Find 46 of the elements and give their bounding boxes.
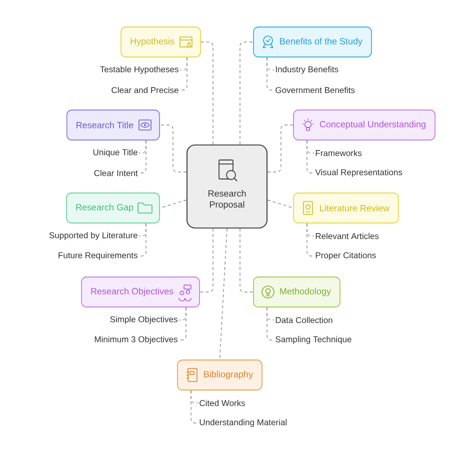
subtopic-text: Clear Intent (94, 170, 138, 176)
connector-line (306, 223, 314, 256)
subtopic-text: Future Requirements (58, 252, 138, 260)
connector-line (306, 140, 314, 174)
subtopic-text: Industry Benefits (276, 66, 338, 74)
connector-line (266, 307, 274, 340)
subtopic-text: Proper Citations (316, 252, 376, 260)
connector-line (266, 57, 274, 90)
subtopic-text: Clear and Precise (112, 86, 178, 94)
topic-box: Bibliography (177, 360, 262, 390)
connector-line (180, 57, 188, 90)
subtopic-text: Testable Hypotheses (100, 66, 178, 74)
topic-box: Research Proposal (186, 144, 268, 229)
topic-box: Methodology (253, 276, 340, 308)
subtopic-text: Cited Works (200, 400, 246, 406)
subtopic-text: Understanding Material (200, 419, 286, 427)
topic-box: Literature Review (293, 192, 399, 224)
connector-line (190, 390, 198, 424)
connector-line (240, 42, 254, 145)
topic-box: Hypothesis (120, 26, 201, 58)
connector-line (200, 42, 214, 145)
connector-line (178, 307, 186, 340)
connector-line (267, 124, 294, 172)
subtopic-text: Relevant Articles (316, 232, 379, 240)
subtopic-text: Government Benefits (276, 86, 355, 94)
subtopic-text: Unique Title (93, 149, 138, 157)
topic-box: Conceptual Understanding (293, 110, 436, 140)
connector-line (160, 200, 187, 208)
subtopic-text: Supported by Literature (49, 232, 138, 240)
connector-line (240, 228, 254, 292)
subtopic-text: Sampling Technique (276, 336, 352, 344)
subtopic-text: Visual Representations (315, 169, 402, 177)
connector-line (160, 124, 187, 172)
connector-line (138, 140, 146, 174)
subtopic-text: Minimum 3 Objectives (94, 336, 178, 344)
subtopic-text: Simple Objectives (110, 316, 178, 324)
connector-line (267, 200, 294, 208)
connector-line (200, 228, 214, 292)
subtopic-text: Frameworks (316, 150, 362, 156)
subtopic-text: Data Collection (276, 316, 332, 324)
topic-box: Research Title (66, 110, 160, 140)
topic-box: Research Objectives (81, 276, 200, 308)
topic-box: Benefits of the Study (253, 26, 372, 58)
topic-box: Research Gap (66, 192, 160, 224)
connector-line (219, 228, 228, 360)
connector-line (138, 223, 146, 256)
